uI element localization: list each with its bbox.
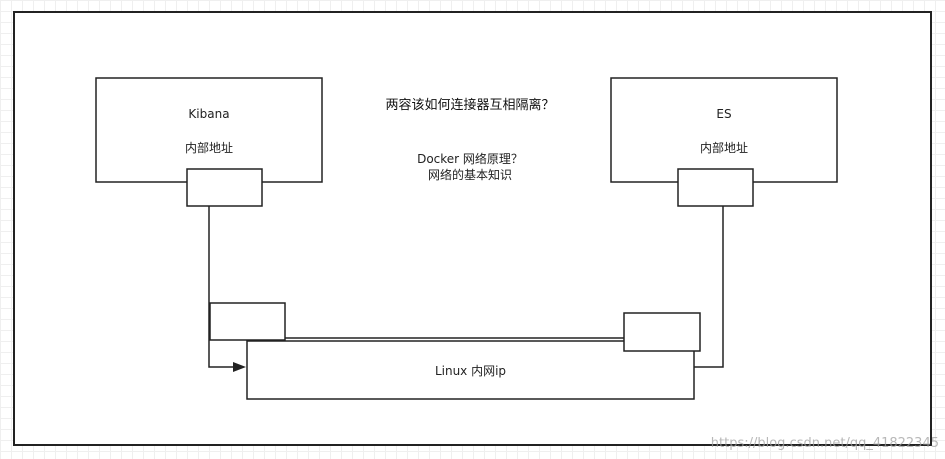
note-line-2: 网络的基本知识 bbox=[427, 168, 512, 182]
arrow-head-icon bbox=[233, 362, 246, 372]
es-address-label: 内部地址 bbox=[699, 141, 748, 155]
note-line-1: Docker 网络原理？ bbox=[417, 152, 523, 166]
kibana-container-box bbox=[95, 77, 323, 183]
es-link-line bbox=[694, 206, 724, 368]
kibana-name-label: Kibana bbox=[188, 107, 230, 121]
kibana-veth-box bbox=[209, 302, 286, 341]
es-container-box bbox=[610, 77, 838, 183]
es-veth-box bbox=[623, 312, 701, 352]
kibana-link-line bbox=[208, 206, 240, 368]
kibana-port-box bbox=[186, 168, 263, 207]
linux-network-label: Linux 内网ip bbox=[434, 364, 507, 378]
kibana-address-label: 内部地址 bbox=[184, 141, 233, 155]
linux-network-box bbox=[246, 340, 695, 400]
docker-network-note: Docker 网络原理？ 网络的基本知识 bbox=[380, 151, 560, 183]
watermark-text: https://blog.csdn.net/qq_41822345 bbox=[710, 436, 939, 451]
es-port-box bbox=[677, 168, 754, 207]
es-name-label: ES bbox=[716, 107, 732, 121]
question-title: 两容该如何连接器互相隔离？ bbox=[385, 98, 555, 113]
